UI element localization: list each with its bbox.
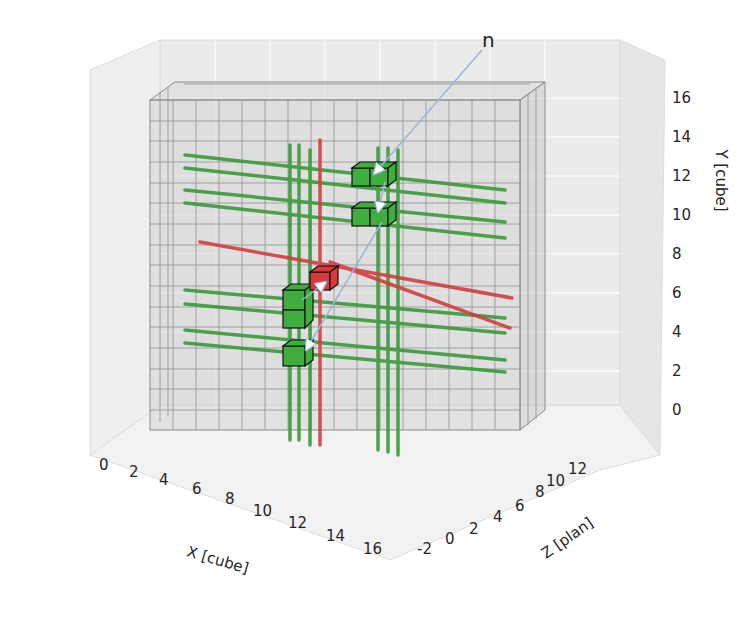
- particle-label: n: [482, 30, 495, 50]
- tick-label: 0: [672, 403, 682, 418]
- tick-label: 2: [129, 465, 139, 480]
- tick-label: 16: [363, 542, 382, 557]
- tick-label: 4: [493, 510, 503, 525]
- tick-label: 14: [326, 529, 345, 544]
- tick-label: 6: [515, 499, 525, 514]
- tick-label: 4: [672, 325, 682, 340]
- tick-label: 2: [469, 522, 479, 537]
- axis-panes: [90, 40, 665, 560]
- tick-label: 12: [568, 462, 587, 477]
- detector-grid: [150, 82, 545, 430]
- neutron-track: [302, 50, 482, 350]
- red-fibres: [200, 140, 512, 445]
- tick-label: 0: [445, 532, 455, 547]
- tick-label: 10: [672, 208, 691, 223]
- tick-label: -2: [417, 542, 432, 557]
- tick-label: 2: [672, 364, 682, 379]
- green-fibres: [185, 145, 505, 455]
- axis-title: Y [cube]: [713, 149, 728, 211]
- hit-cubes: [283, 162, 396, 366]
- tick-label: 6: [672, 286, 682, 301]
- tick-label: 0: [99, 458, 109, 473]
- tick-label: 10: [546, 474, 565, 489]
- tick-label: 12: [672, 169, 691, 184]
- tick-label: 8: [225, 492, 235, 507]
- tick-label: 10: [253, 504, 272, 519]
- tick-label: 12: [288, 516, 307, 531]
- tick-label: 8: [535, 485, 545, 500]
- tick-label: 6: [192, 482, 202, 497]
- tick-label: 14: [672, 130, 691, 145]
- axis-title: X [cube]: [185, 545, 250, 577]
- axis-title: Z [plan]: [539, 515, 596, 561]
- tick-label: 8: [672, 247, 682, 262]
- tick-label: 4: [159, 473, 169, 488]
- tick-label: 16: [672, 91, 691, 106]
